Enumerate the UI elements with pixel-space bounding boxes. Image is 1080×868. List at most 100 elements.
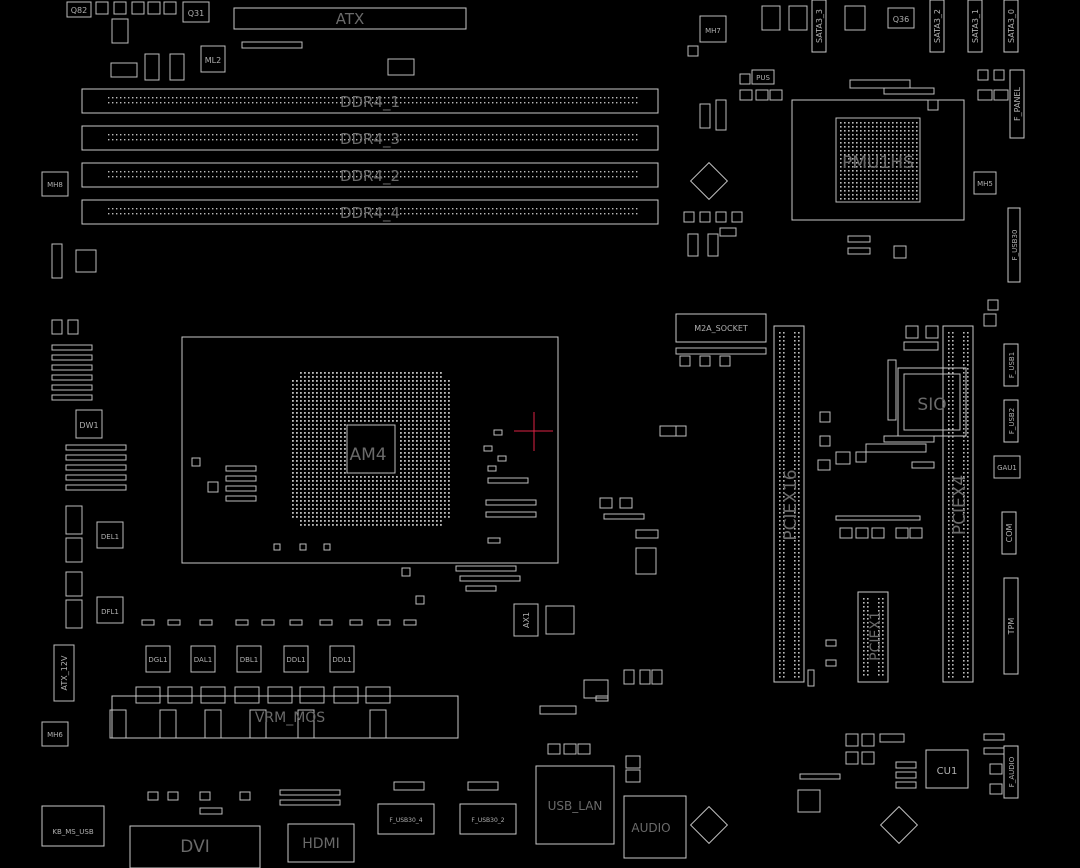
component-pad: [544, 97, 546, 99]
component-pad: [779, 564, 781, 566]
component-pad: [783, 348, 785, 350]
component-pad: [528, 97, 530, 99]
component-pad: [948, 516, 950, 518]
component-pad: [794, 432, 796, 434]
component-pad: [292, 512, 294, 514]
component-pad: [404, 134, 406, 136]
component-pad: [948, 460, 950, 462]
component-pad: [320, 97, 322, 99]
component-pad: [416, 97, 418, 99]
component-pad: [440, 488, 442, 490]
component-pad: [348, 476, 350, 478]
component-pad: [396, 171, 398, 173]
component-pad: [416, 440, 418, 442]
component-pad: [872, 194, 874, 196]
component-pad: [912, 138, 914, 140]
component-pad: [779, 676, 781, 678]
component-pad: [352, 492, 354, 494]
component-pad: [424, 480, 426, 482]
component-pad: [356, 376, 358, 378]
component-pad: [300, 134, 302, 136]
component-pad: [304, 472, 306, 474]
component-pad: [235, 619, 249, 626]
component-pad: [963, 396, 965, 398]
component-pad: [364, 420, 366, 422]
component-pad: [432, 432, 434, 434]
component-pad: [528, 213, 530, 215]
component-pad: [412, 428, 414, 430]
component-pad: [196, 102, 198, 104]
component-pad: [540, 208, 542, 210]
component-pad: [336, 388, 338, 390]
component-pad: [616, 134, 618, 136]
component-pad: [424, 376, 426, 378]
component-pad: [612, 134, 614, 136]
component-pad: [863, 658, 865, 660]
component-pad: [580, 139, 582, 141]
component-pad: [963, 564, 965, 566]
component-pad: [798, 372, 800, 374]
component-pad: [352, 408, 354, 410]
component-pad: [320, 376, 322, 378]
component-pad: [444, 468, 446, 470]
component-pad: [596, 213, 598, 215]
svg-text:PCIEX4: PCIEX4: [950, 475, 970, 535]
component-pad: [308, 404, 310, 406]
component-pad: [444, 504, 446, 506]
component-pad: [912, 134, 914, 136]
component-pad: [876, 194, 878, 196]
component-pad: [963, 612, 965, 614]
component-pad: [504, 171, 506, 173]
component-pad: [324, 372, 326, 374]
component-pad: [883, 87, 935, 95]
component-pad: [448, 512, 450, 514]
component-pad: [384, 372, 386, 374]
component-pad: [798, 464, 800, 466]
component-pad: [963, 336, 965, 338]
component-pad: [292, 396, 294, 398]
component-pad: [176, 213, 178, 215]
component-pad: [860, 150, 862, 152]
component-pad: [424, 524, 426, 526]
component-pad: [798, 648, 800, 650]
component-pad: [332, 380, 334, 382]
component-pad: [783, 560, 785, 562]
component-pad: [328, 464, 330, 466]
component-pad: [794, 636, 796, 638]
component-pad: [304, 404, 306, 406]
component-pad: [340, 213, 342, 215]
component-pad: [967, 588, 969, 590]
component-pad: [452, 171, 454, 173]
component-pad: [356, 496, 358, 498]
component-pad: [448, 492, 450, 494]
component-pad: [408, 464, 410, 466]
component-pad: [432, 396, 434, 398]
component-pad: [404, 376, 406, 378]
component-pad: [568, 176, 570, 178]
component-pad: [296, 488, 298, 490]
component-pad: [316, 492, 318, 494]
component-pad: [296, 176, 298, 178]
component-pad: [779, 452, 781, 454]
component-pad: [440, 508, 442, 510]
component-pad: [492, 97, 494, 99]
component-pad: [428, 408, 430, 410]
component-pad: [963, 636, 965, 638]
component-pad: [448, 500, 450, 502]
component-pad: [51, 243, 63, 279]
svg-text:PMU1HS: PMU1HS: [842, 153, 914, 173]
component-pad: [500, 176, 502, 178]
component-pad: [989, 763, 1003, 775]
component-pad: [356, 380, 358, 382]
component-pad: [612, 102, 614, 104]
component-pad: [948, 648, 950, 650]
component-pad: [312, 520, 314, 522]
component-pad: [872, 122, 874, 124]
component-pad: [300, 372, 302, 374]
component-pad: [192, 97, 194, 99]
component-pad: [164, 176, 166, 178]
component-pad: [444, 400, 446, 402]
component-pad: [324, 500, 326, 502]
component-pad: [328, 139, 330, 141]
component-pad: [160, 97, 162, 99]
